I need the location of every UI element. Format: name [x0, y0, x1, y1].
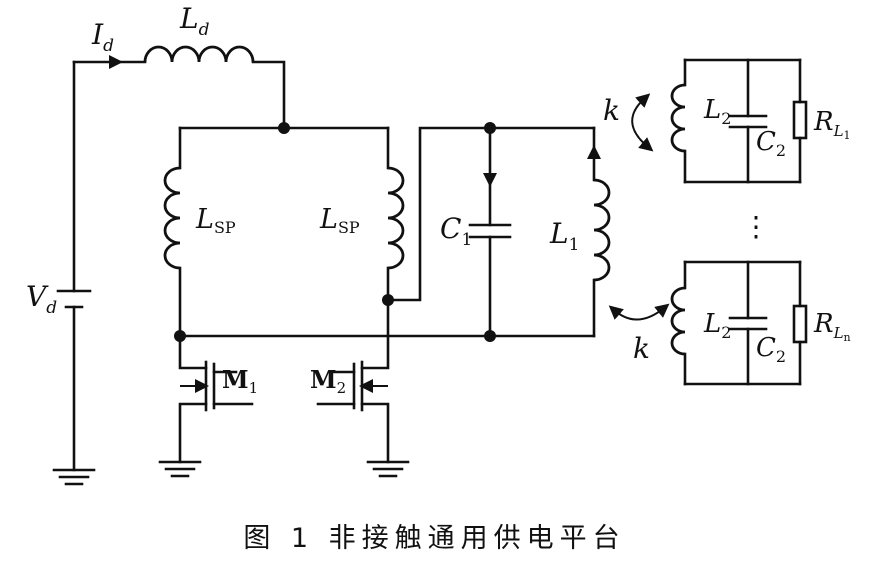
primary-resonant-tank: C1 L1 [440, 122, 611, 342]
junction-top [278, 122, 290, 134]
c1-label: C1 [440, 212, 472, 250]
m1-label: M1 [222, 365, 258, 397]
c2-label-1: C2 [756, 127, 786, 160]
lsp-right-inductor [387, 166, 405, 270]
lsp-right-label: LSP [319, 204, 360, 237]
id-label: Id [91, 18, 114, 56]
k-label-top: k [603, 94, 620, 127]
load-module-1: L2 C2 RL1 [670, 58, 851, 184]
ground-symbol-m1 [158, 460, 202, 478]
figure-caption: 图 1 非接触通用供电平台 [243, 523, 626, 554]
l2-label-n: L2 [703, 309, 731, 342]
m2-label: M2 [310, 365, 346, 397]
mosfet-m2: M2 [310, 298, 410, 478]
junction-c1-bottom [484, 330, 496, 342]
vd-label: Vd [26, 280, 57, 318]
rln-resistor [792, 304, 808, 344]
mosfet-m1: M1 [158, 334, 258, 478]
l2-inductor-1 [670, 83, 686, 153]
rln-label: RLn [813, 309, 851, 344]
supply-branch: Id Ld Vd [26, 2, 286, 486]
vertical-ellipsis: ⋮ [742, 210, 770, 243]
lsp-left-inductor [163, 166, 181, 270]
coupling-top: k [603, 93, 654, 152]
l2-inductor-n [670, 286, 686, 356]
l1-label: L1 [549, 217, 579, 255]
ld-to-tank-wire [251, 60, 286, 130]
coupling-bottom: k [608, 303, 670, 365]
l2-label-1: L2 [703, 95, 731, 128]
ground-symbol-supply [52, 468, 96, 486]
load-module-n: L2 C2 RLn [670, 260, 851, 386]
ground-symbol-m2 [366, 460, 410, 478]
lsp-left-label: LSP [195, 204, 236, 237]
rl1-resistor [792, 100, 808, 140]
k-label-bottom: k [633, 332, 650, 365]
rl1-label: RL1 [813, 107, 851, 142]
push-pull-tank: LSP LSP [163, 122, 596, 342]
drain-to-c1-wire [386, 126, 596, 302]
l1-inductor [593, 178, 611, 282]
ld-label: Ld [179, 2, 210, 40]
junction-c1-top [484, 122, 496, 134]
ld-inductor [143, 45, 255, 63]
c2-label-n: C2 [756, 333, 786, 366]
